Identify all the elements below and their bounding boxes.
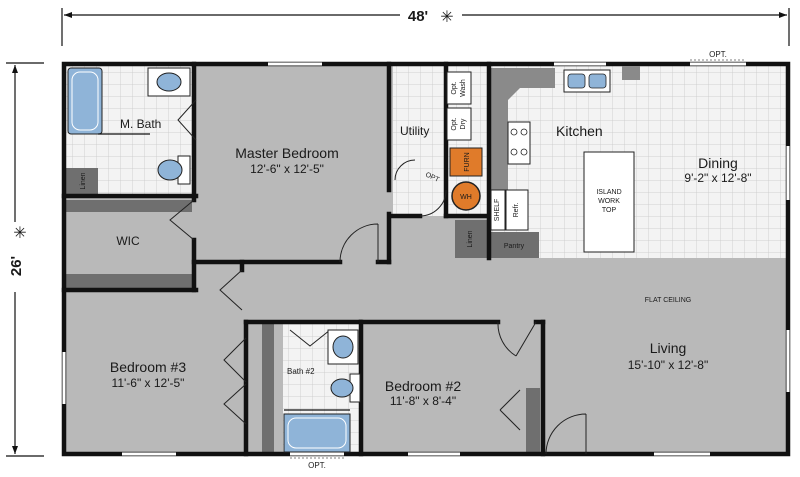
furn-label: FURN: [464, 152, 471, 171]
bath2-label: Bath #2: [287, 367, 315, 376]
living-size: 15'-10" x 12'-8": [628, 358, 708, 372]
washer: [446, 71, 472, 105]
island-label-2: WORK: [598, 198, 620, 205]
opt-wash-label-2: Wash: [460, 79, 467, 97]
top-window-opt: OPT.: [709, 50, 727, 59]
closets: [66, 68, 555, 452]
pantry-label: Pantry: [504, 243, 525, 250]
master-tub: [67, 67, 103, 135]
linen-label-master: Linen: [80, 172, 87, 189]
windows: [62, 62, 790, 456]
linen-label-hall: Linen: [467, 230, 474, 247]
depth-marker: ✳: [13, 225, 26, 242]
island-label-3: TOP: [602, 207, 617, 214]
water-heater: [451, 181, 481, 211]
bedroom3-name: Bedroom #3: [110, 359, 186, 375]
kitchen-dining-floor: [489, 66, 787, 258]
linen-closet-master: [66, 168, 98, 194]
wic-label: WIC: [116, 234, 140, 248]
shelf-label: SHELF: [494, 199, 501, 222]
furnace: [449, 147, 483, 177]
bedroom2-name: Bedroom #2: [385, 378, 461, 394]
refr-label: Refr.: [513, 203, 520, 218]
island-label-1: ISLAND: [596, 189, 621, 196]
dryer: [446, 107, 472, 141]
linen-closet-hall: [455, 220, 489, 258]
opt-dry-label-2: Dry: [460, 118, 467, 129]
shelf: [490, 189, 506, 231]
utility-fixtures: [446, 71, 483, 211]
depth-label: 26': [8, 256, 25, 276]
walls: [61, 61, 791, 457]
refrigerator: [505, 189, 529, 231]
island-work-top: [583, 151, 635, 253]
bath2-toilet: [330, 378, 354, 398]
bedroom2-size: 11'-8" x 8'-4": [390, 394, 456, 408]
living-name: Living: [650, 340, 687, 356]
opt-dry-label-1: Opt.: [451, 117, 458, 130]
master-bedroom-name: Master Bedroom: [235, 145, 338, 161]
wh-label: WH: [460, 194, 472, 201]
kitchen-label: Kitchen: [556, 123, 603, 139]
pantry: [489, 232, 539, 258]
flat-ceiling-label: FLAT CEILING: [645, 297, 691, 304]
bath2-tub: [283, 413, 351, 453]
range: [507, 121, 531, 165]
kitchen-fixtures: [490, 66, 640, 253]
width-dimension: 48' ✳: [61, 8, 790, 46]
utility-label: Utility: [400, 124, 429, 138]
master-bedroom-size: 12'-6" x 12'-5": [250, 162, 324, 176]
depth-dimension: 26' ✳: [6, 62, 44, 457]
window-mullions: [290, 59, 746, 459]
master-toilet: [157, 159, 183, 181]
master-bath-label: M. Bath: [120, 117, 161, 131]
opt-wash-label-1: Opt.: [451, 81, 458, 94]
width-label: 48': [408, 8, 428, 25]
doors: [169, 99, 587, 455]
bedroom3-size: 11'-6" x 12'-5": [112, 376, 185, 390]
bottom-window-opt: OPT.: [308, 461, 326, 470]
dining-name: Dining: [698, 155, 738, 171]
bath2-fixtures: [283, 329, 361, 453]
master-bath-fixtures: [67, 67, 191, 185]
width-marker: ✳: [440, 9, 453, 26]
dining-size: 9'-2" x 12'-8": [684, 171, 751, 185]
